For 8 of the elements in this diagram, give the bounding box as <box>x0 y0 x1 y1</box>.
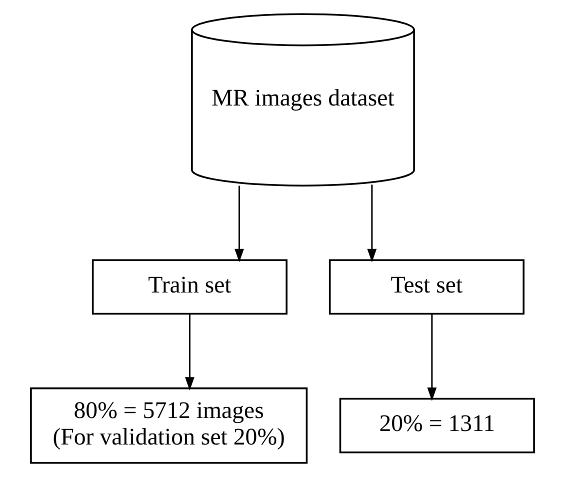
node-box: Test set <box>328 259 524 315</box>
node-box: 80% = 5712 images (For validation set 20%) <box>30 387 308 464</box>
node-box: 20% = 1311 <box>338 398 534 454</box>
arrow <box>426 314 436 401</box>
arrow <box>366 184 376 262</box>
arrow <box>184 314 194 391</box>
arrow <box>234 186 244 262</box>
node-box: Train set <box>91 259 287 315</box>
